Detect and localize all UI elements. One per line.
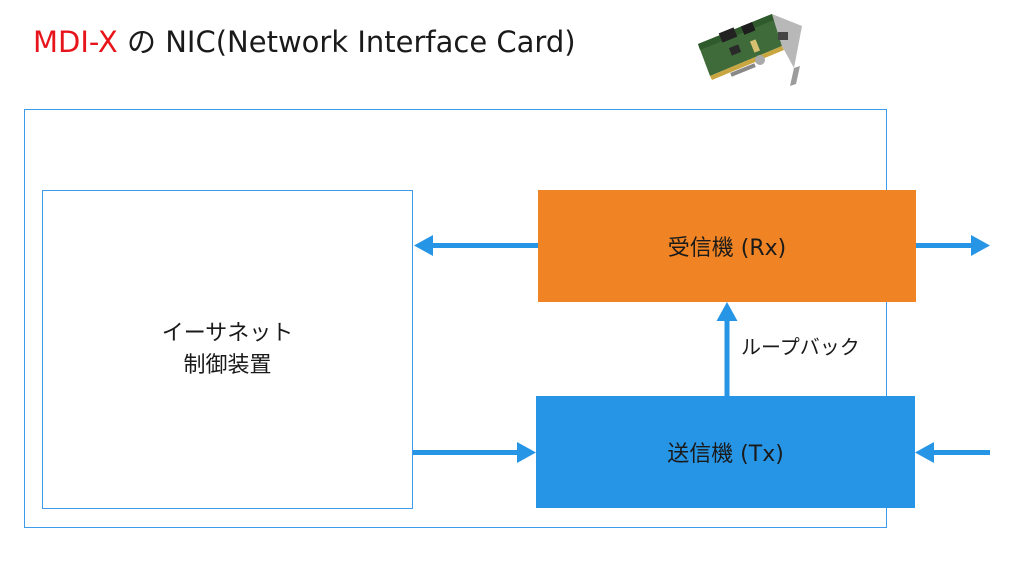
loopback-label: ループバック xyxy=(741,335,860,359)
ethernet-controller-label-line1: イーサネット xyxy=(161,320,294,346)
nic-boundary xyxy=(24,109,887,528)
receiver-box: 受信機 (Rx) xyxy=(538,190,916,302)
transmitter-label: 送信機 (Tx) xyxy=(667,442,784,467)
arrow-rx-to-controller xyxy=(414,235,538,256)
ethernet-controller-label-line2: 制御装置 xyxy=(183,352,272,378)
title-accent: MDI-X xyxy=(33,25,118,59)
page-title: MDI-X の NIC(Network Interface Card) xyxy=(33,20,576,64)
arrow-rx-to-external xyxy=(916,235,990,256)
ethernet-controller-box: イーサネット 制御装置 xyxy=(42,190,413,509)
arrow-controller-to-tx xyxy=(413,442,536,463)
title-rest: の NIC(Network Interface Card) xyxy=(117,25,576,59)
nic-card-icon xyxy=(698,14,802,86)
transmitter-box: 送信機 (Tx) xyxy=(536,396,915,508)
arrow-loopback xyxy=(716,302,738,396)
receiver-label: 受信機 (Rx) xyxy=(667,236,787,261)
arrow-external-to-tx xyxy=(915,442,990,463)
